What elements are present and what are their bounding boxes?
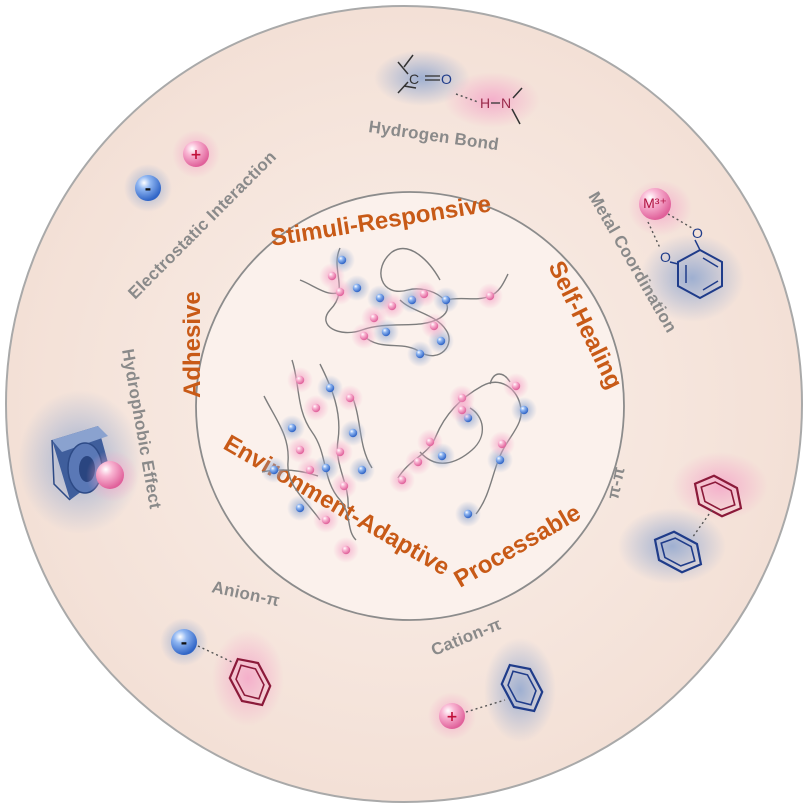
anion-sign: - (145, 179, 152, 198)
cation-bead (425, 437, 435, 447)
catechol-oxygen-2: O (660, 249, 671, 265)
anion-bead (519, 405, 529, 415)
cation-bead (305, 465, 315, 475)
anion-bead (357, 465, 367, 475)
cation-bead (339, 481, 349, 491)
anion-bead (295, 503, 305, 513)
carbonyl-carbon-label: C (409, 71, 419, 87)
cation-bead (387, 301, 397, 311)
cation-bead (327, 271, 337, 281)
pi-pi-motif (618, 452, 768, 584)
anion-bead (381, 327, 391, 337)
amine-nitrogen-label: N (501, 95, 511, 111)
cation-bead (295, 375, 305, 385)
anion-bead (495, 455, 505, 465)
anion-bead (287, 423, 297, 433)
cation-bead (413, 457, 423, 467)
anion-bead (348, 428, 358, 438)
hydrogen-bond-motif: C O H N (374, 50, 540, 128)
anion-bead (463, 509, 473, 519)
cation-bead (429, 321, 439, 331)
amine-hydrogen-label: H (480, 95, 490, 111)
cation-bead (457, 405, 467, 415)
anion-bead (325, 383, 335, 393)
catechol-oxygen-1: O (692, 225, 703, 241)
anion-bead (321, 463, 331, 473)
cation-bead (485, 291, 495, 301)
anion-pi-motif: - (160, 618, 284, 726)
hydrophobic-motif (18, 390, 142, 534)
anion-bead (436, 336, 446, 346)
cation-bead (497, 439, 507, 449)
polymer-beads (261, 247, 537, 563)
metal-coordination-motif: M³⁺ O O (628, 180, 744, 322)
anion-bead (415, 349, 425, 359)
anion-pi-sign: - (181, 633, 188, 652)
cation-pi-sign: + (446, 709, 458, 725)
cation-bead (359, 331, 369, 341)
cation-bead (335, 447, 345, 457)
cation-bead (335, 287, 345, 297)
cation-bead (419, 289, 429, 299)
anion-bead (269, 465, 279, 475)
anion-bead (437, 451, 447, 461)
anion-bead (441, 295, 451, 305)
cation-bead (511, 381, 521, 391)
cation-bead (321, 515, 331, 525)
anion-bead (337, 255, 347, 265)
carbonyl-oxygen-label: O (441, 71, 452, 87)
cation-pi-motif: + (428, 638, 556, 742)
label-adhesive: Adhesive (179, 291, 206, 398)
cation-bead (369, 313, 379, 323)
cation-bead (345, 393, 355, 403)
cation-sign: + (190, 147, 202, 163)
metal-ion-label: M³⁺ (643, 195, 667, 211)
anion-bead (352, 283, 362, 293)
cation-bead (341, 545, 351, 555)
electrostatic-motif: + - (124, 130, 220, 212)
cation-bead (295, 445, 305, 455)
cation-bead (397, 475, 407, 485)
cation-bead (311, 403, 321, 413)
